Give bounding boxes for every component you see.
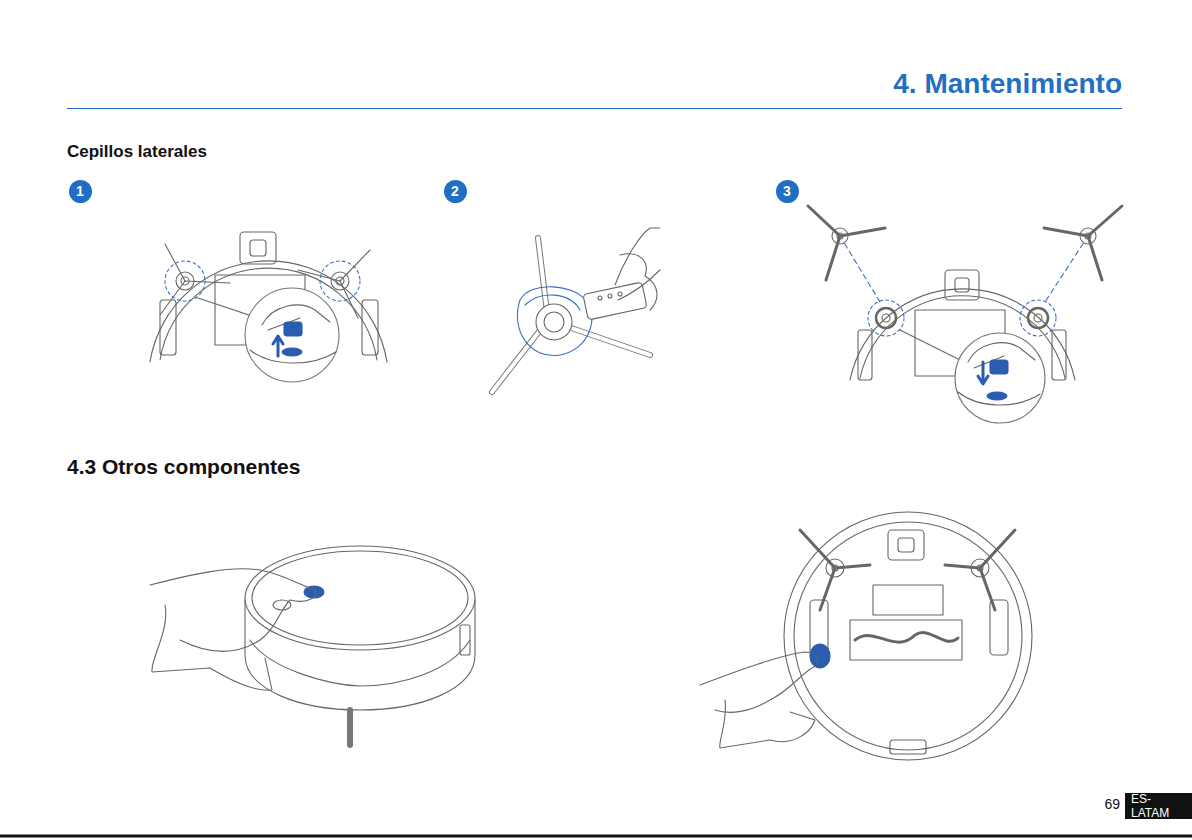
section-heading: Cepillos laterales xyxy=(67,142,207,162)
robot-underside-step1 xyxy=(150,232,387,382)
step-number: 2 xyxy=(444,180,467,203)
tag-text: ES-LATAM xyxy=(1131,792,1186,820)
page-title: 4. Mantenimiento xyxy=(893,68,1122,100)
robot-top-cleaning xyxy=(150,546,475,745)
language-tag: ES-LATAM xyxy=(1125,793,1192,819)
page-number: 69 xyxy=(1104,796,1120,812)
section-heading: 4.3 Otros componentes xyxy=(67,455,300,479)
step-number: 3 xyxy=(776,180,799,203)
header-rule xyxy=(67,108,1122,109)
brush-cleaning-step2 xyxy=(492,228,660,392)
step-number: 1 xyxy=(69,180,92,203)
callout-number: 3 xyxy=(783,183,791,199)
robot-underside-step3 xyxy=(808,206,1122,423)
callout-number: 2 xyxy=(451,183,459,199)
footer-rule xyxy=(0,835,1192,838)
callout-number: 1 xyxy=(76,183,84,199)
robot-underside-cleaning xyxy=(700,512,1032,760)
